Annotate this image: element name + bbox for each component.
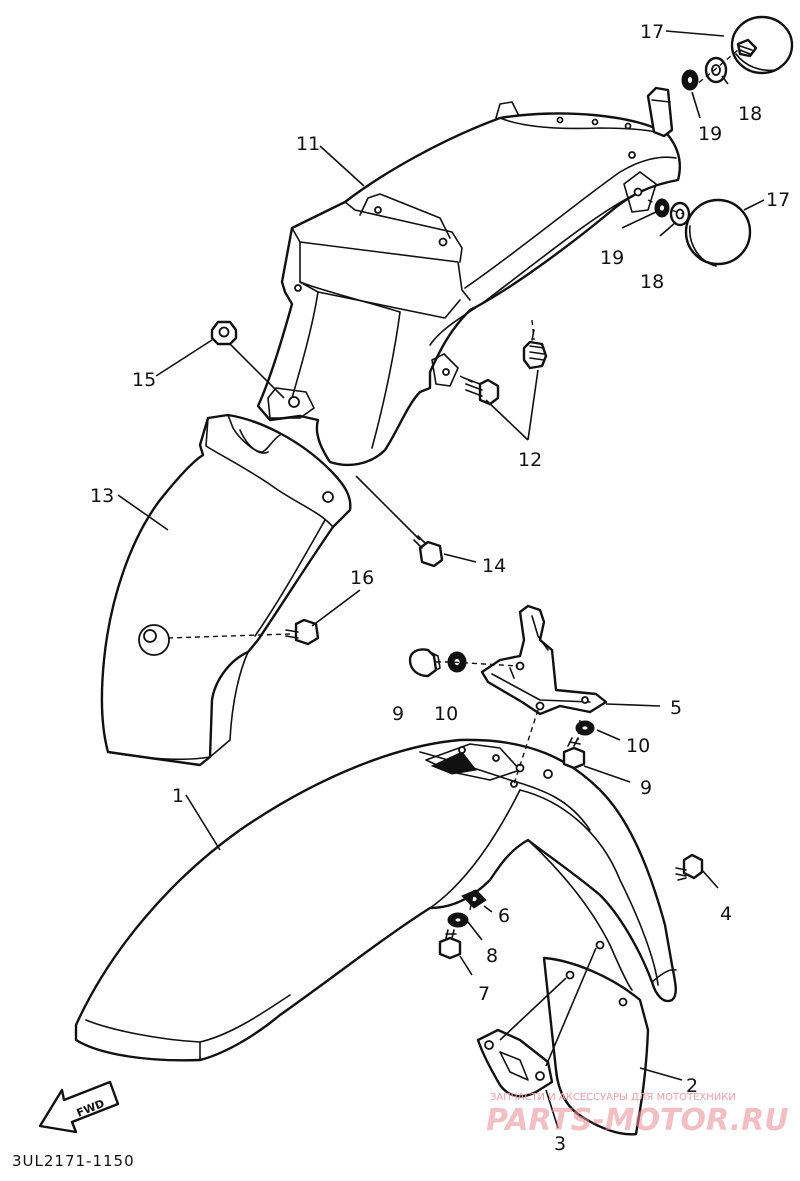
rear-fender-part-11 <box>256 86 682 466</box>
front-fender-part-1 <box>74 738 677 1062</box>
bracket-part-5 <box>480 604 608 716</box>
lock-washer-part-19-top <box>681 69 699 91</box>
callout-3: 3 <box>554 1133 566 1155</box>
lock-washer-part-19-bottom <box>654 198 670 218</box>
assembly-lines <box>436 49 739 911</box>
diagram-code: 3UL2171-1150 <box>12 1152 135 1170</box>
callout-18-bottom: 18 <box>640 271 664 293</box>
bolt-part-9-left <box>408 648 441 678</box>
nut-part-15 <box>210 320 238 346</box>
reflector-part-17-top <box>730 15 794 75</box>
callout-15: 15 <box>132 369 156 391</box>
bolt-part-16 <box>285 618 320 646</box>
callout-10-right: 10 <box>626 735 650 757</box>
callout-2: 2 <box>686 1075 698 1097</box>
forward-direction-arrow: FWD <box>38 1080 120 1134</box>
callout-9-right: 9 <box>640 777 652 799</box>
bolt-part-7 <box>438 929 462 960</box>
callout-12: 12 <box>518 449 542 471</box>
callout-10-left: 10 <box>434 703 458 725</box>
callout-labels: 17 18 19 17 19 18 11 15 12 13 14 16 9 10… <box>90 21 790 1155</box>
washer-part-18-bottom <box>669 201 691 227</box>
bolt-part-12-a <box>522 329 548 370</box>
callout-18-top: 18 <box>738 103 762 125</box>
callout-17-bottom: 17 <box>766 189 790 211</box>
callout-7: 7 <box>478 983 490 1005</box>
bolt-part-12-b <box>463 377 500 406</box>
callout-13: 13 <box>90 485 114 507</box>
washer-part-10-right <box>575 720 595 736</box>
callout-4: 4 <box>720 903 732 925</box>
washer-part-8 <box>447 912 469 928</box>
callout-8: 8 <box>486 945 498 967</box>
watermark-site: PARTS-MOTOR.RU <box>486 1103 789 1138</box>
callout-14: 14 <box>482 555 506 577</box>
callout-5: 5 <box>670 697 682 719</box>
callout-17-top: 17 <box>640 21 664 43</box>
callout-19-bottom: 19 <box>600 247 624 269</box>
leader-lines <box>117 30 765 1129</box>
bolt-part-9-right <box>562 737 586 770</box>
watermark: ЗАПЧАСТИ И АКСЕССУАРЫ ДЛЯ МОТОТЕХНИКИ PA… <box>486 1092 789 1138</box>
plate-bracket-part-3 <box>476 1028 554 1098</box>
callout-19-top: 19 <box>698 123 722 145</box>
callout-1: 1 <box>172 785 184 807</box>
watermark-tagline: ЗАПЧАСТИ И АКСЕССУАРЫ ДЛЯ МОТОТЕХНИКИ <box>490 1092 736 1103</box>
callout-6: 6 <box>498 905 510 927</box>
bolt-part-4 <box>675 853 704 881</box>
number-plate-part-2 <box>542 956 650 1136</box>
mud-flap-part-13 <box>100 413 352 767</box>
callout-11: 11 <box>296 133 320 155</box>
bolt-part-14 <box>413 535 444 568</box>
reflector-part-17-bottom <box>684 198 752 267</box>
callout-16: 16 <box>350 567 374 589</box>
callout-9-left: 9 <box>392 703 404 725</box>
